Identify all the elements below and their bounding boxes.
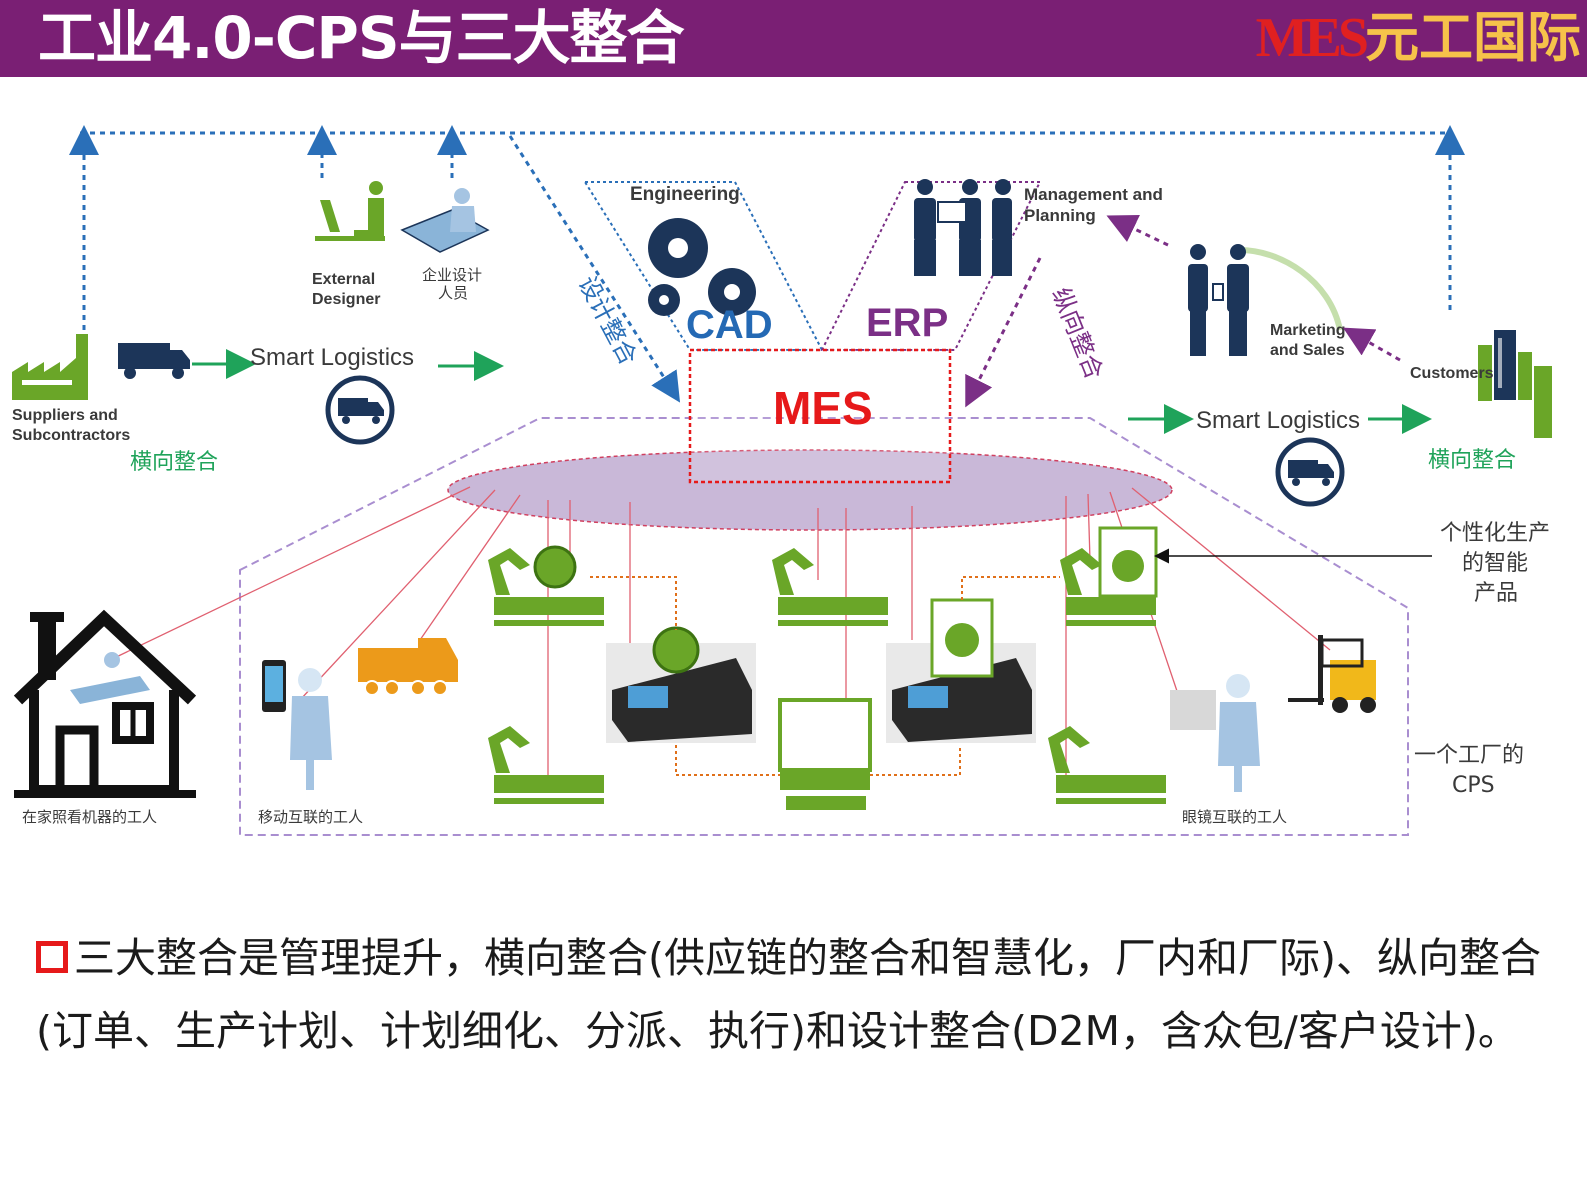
forklift-icon (1288, 635, 1376, 713)
robot-station-4 (488, 726, 604, 804)
company-logo: MES元工国际 (1256, 4, 1581, 72)
summary-text: 三大整合是管理提升，横向整合(供应链的整合和智慧化，厂内和厂际)、纵向整合(订单… (36, 934, 1541, 1055)
sales-people-icon (1188, 244, 1249, 356)
city-buildings-icon (1478, 330, 1552, 438)
design-integration-label: 设计整合 (573, 272, 643, 370)
engineering-block: Engineering CAD (583, 181, 824, 351)
desk-worker-icon (400, 188, 490, 253)
house-icon (13, 609, 197, 798)
vertical-integration-arrow (965, 257, 1042, 408)
smart-logistics-left: Smart Logistics (250, 344, 414, 445)
design-feedback-loop (69, 125, 1465, 403)
smart-machine-2 (886, 598, 1036, 743)
robot-station-2 (772, 548, 888, 626)
vertical-integration-label: 纵向整合 (1046, 284, 1108, 383)
horizontal-integration-right: 横向整合 (1428, 448, 1516, 473)
mobile-worker-icon (262, 660, 332, 790)
bullet-square-icon (36, 941, 68, 973)
external-designer-label: External Designer (312, 271, 380, 308)
factory-icon (12, 334, 88, 400)
glasses-worker-icon (1170, 674, 1260, 792)
enterprise-designer-label: 企业设计 人员 (422, 266, 487, 302)
robot-station-1 (488, 545, 604, 626)
feedback-arrow-customers (1342, 327, 1401, 362)
mes-label: MES (773, 382, 873, 434)
suppliers-block: Suppliers and Subcontractors (12, 334, 190, 444)
personalized-product-label: 个性化生产 的智能 产品 (1440, 521, 1557, 606)
production-stations (488, 526, 1166, 810)
management-planning-label: Management and Planning (1024, 185, 1168, 225)
engineering-label: Engineering (630, 184, 740, 205)
smart-logistics-left-label: Smart Logistics (250, 344, 414, 371)
marketing-sales-label: Marketing and Sales (1270, 322, 1350, 359)
industry40-diagram: 设计整合 Engineering CAD Management and (12, 125, 1557, 836)
suppliers-label: Suppliers and Subcontractors (12, 407, 130, 444)
mes-box (688, 348, 952, 484)
cad-label: CAD (686, 303, 773, 347)
worker-glasses-label: 眼镜互联的工人 (1182, 808, 1287, 826)
factory-cps-label: 一个工厂的 CPS (1414, 743, 1531, 798)
logo-company-name: 元工国际 (1365, 6, 1581, 69)
truck-icon (118, 343, 190, 379)
logo-mes-text: MES (1255, 7, 1369, 69)
header-bar: 工业4.0-CPS与三大整合 MES元工国际 (0, 0, 1587, 77)
smart-machine-1 (606, 626, 756, 743)
managers-icon (914, 179, 1012, 276)
feedback-arrow-marketing (1106, 214, 1169, 247)
worker-home-label: 在家照看机器的工人 (22, 808, 157, 826)
production-paths (590, 576, 1060, 776)
cps-cloud (447, 449, 1173, 531)
customers-label: Customers (1410, 365, 1494, 382)
designer-icon (315, 181, 385, 241)
smart-logistics-right-label: Smart Logistics (1196, 407, 1360, 434)
worker-mobile-label: 移动互联的工人 (258, 808, 363, 826)
robot-station-3 (1060, 526, 1158, 626)
enterprise-designer-block: 企业设计 人员 (400, 188, 490, 302)
erp-label: ERP (866, 301, 948, 345)
summary-paragraph: 三大整合是管理提升，横向整合(供应链的整合和智慧化，厂内和厂际)、纵向整合(订单… (36, 922, 1556, 1068)
erp-block: Management and Planning ERP (820, 179, 1168, 351)
robot-station-5 (778, 698, 872, 810)
horizontal-integration-left: 横向整合 (130, 450, 218, 475)
delivery-truck-icon (358, 638, 458, 696)
smart-logistics-right: Smart Logistics (1196, 407, 1360, 507)
robot-station-6 (1048, 726, 1166, 804)
customers-block: Customers (1410, 330, 1552, 438)
external-designer-block: External Designer (312, 181, 385, 308)
management-planning-label-line2: Planning (1024, 206, 1096, 225)
marketing-sales-block: Marketing and Sales (1188, 244, 1350, 359)
page-title: 工业4.0-CPS与三大整合 (38, 4, 685, 72)
